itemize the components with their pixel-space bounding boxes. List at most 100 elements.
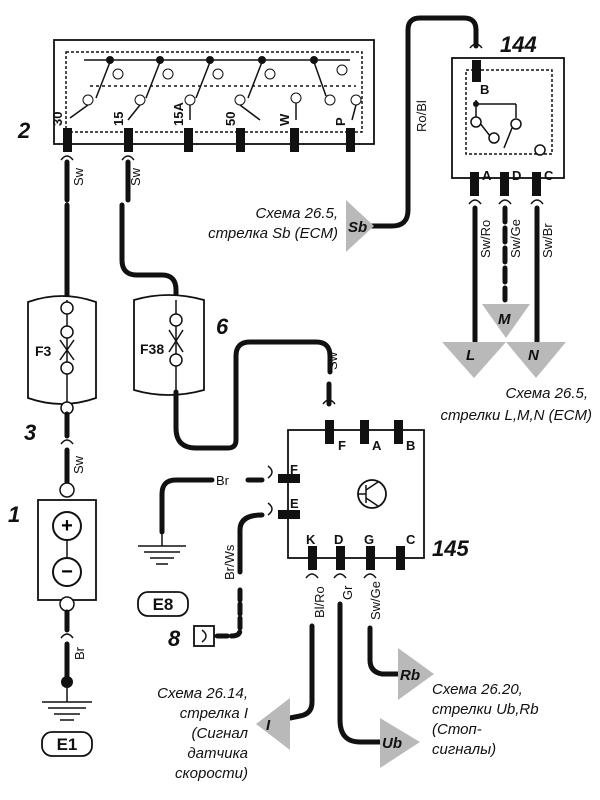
- ref-i-line5: скорости): [175, 765, 248, 782]
- relay-144-pin-a: [470, 172, 479, 196]
- relay-144-pin-d: [500, 172, 509, 196]
- ref-i-line3: (Сигнал: [192, 725, 249, 742]
- arrow-n: [506, 342, 566, 378]
- ground-e1: E1: [41, 688, 93, 757]
- relay-145-label-d: D: [334, 532, 343, 547]
- ref-ubrb-line4: сигналы): [432, 741, 496, 758]
- component-number-8: 8: [168, 626, 181, 651]
- ground-e8-tag: [137, 591, 189, 617]
- ground-label-e1: E1: [57, 735, 78, 754]
- arrow-rb: [398, 648, 434, 700]
- fuse-f3-body: [27, 295, 97, 405]
- terminal-p: [346, 128, 355, 152]
- relay-144-label-d: D: [512, 168, 521, 183]
- terminal-15: [124, 128, 133, 152]
- wire-br-145: [159, 477, 215, 535]
- ref-sb-line2: стрелка Sb (ECM): [208, 225, 338, 242]
- wire-ro-bl: [367, 15, 479, 229]
- arrow-label-m: M: [498, 311, 511, 328]
- connector-15: [121, 155, 135, 161]
- ref-ubrb-line1: Схема 26.20,: [432, 681, 523, 698]
- component-number-3: 3: [24, 420, 36, 445]
- relay-145-pin-c: [396, 546, 405, 570]
- wire-sw-ge-145: [367, 625, 401, 677]
- ref-lmn-line2: стрелки L,M,N (ECM): [440, 407, 592, 424]
- svg-text:+: +: [61, 515, 73, 537]
- ref-i-line1: Схема 26.14,: [157, 685, 248, 702]
- fuse-f3: F3: [27, 295, 97, 415]
- wire-label-sw-ge: Sw/Ge: [508, 219, 523, 258]
- wire-bl-ro: [287, 623, 315, 721]
- relay-144-label-a: A: [482, 168, 492, 183]
- pin-label-15a: 15A: [171, 102, 186, 126]
- wire-label-ro-bl: Ro/Bl: [414, 100, 429, 132]
- relay-145-pin-f-top: [325, 420, 334, 444]
- ref-lmn-line1: Схема 26.5,: [506, 385, 589, 402]
- connector-30: [60, 155, 74, 161]
- arrow-label-i: I: [266, 717, 271, 734]
- wire-label-br-ws: Br/Ws: [222, 544, 237, 580]
- switch-contacts: [69, 56, 362, 121]
- relay-145-pin-f-left: [278, 474, 300, 483]
- pin-label-15: 15: [111, 112, 126, 126]
- fuse-f38: F38: [133, 294, 205, 396]
- ref-ubrb-line2: стрелки Ub,Rb: [432, 701, 539, 718]
- terminal-30: [63, 128, 72, 152]
- relay-145-pin-d: [336, 546, 345, 570]
- relay-144-pin-c: [532, 172, 541, 196]
- wire-label-br-battery: Br: [72, 646, 87, 660]
- relay-145-frame: [287, 429, 425, 559]
- pin-label-p: P: [333, 117, 348, 126]
- component-number-144: 144: [500, 32, 537, 57]
- component-number-2: 2: [17, 118, 31, 143]
- terminal-w: [290, 128, 299, 152]
- wire-label-sw-ro: Sw/Ro: [478, 220, 493, 258]
- fuse-label-f3: F3: [35, 343, 52, 359]
- wire-label-sw-145: Sw: [325, 351, 340, 370]
- ignition-switch: 30 15 15A 50 W P: [50, 39, 375, 152]
- fuse-f38-body: [133, 294, 205, 396]
- arrow-sb: [346, 200, 374, 252]
- pin-label-50: 50: [223, 112, 238, 126]
- wire-label-gr: Gr: [340, 585, 355, 600]
- component-number-145: 145: [432, 536, 469, 561]
- relay-145-label-f-left: F: [290, 462, 298, 477]
- connector-8: [193, 625, 215, 647]
- wire-label-sw-30: Sw: [71, 167, 86, 186]
- relay-145-label-b: B: [406, 438, 415, 453]
- ignition-switch-terminals: [63, 128, 355, 152]
- relay-145-label-k: K: [306, 532, 316, 547]
- ignition-switch-inner: [65, 51, 363, 133]
- component-number-6: 6: [216, 314, 229, 339]
- relay-144-pin-b: [472, 60, 481, 82]
- relay-145-label-f-top: F: [338, 438, 346, 453]
- wire-br-ws: [209, 587, 243, 639]
- relay-144-label-b: B: [480, 82, 489, 97]
- svg-text:−: −: [61, 561, 73, 583]
- arrow-label-ub: Ub: [382, 735, 402, 752]
- ground-e1-tag: [41, 731, 93, 757]
- connector-8-body: [193, 625, 215, 647]
- ground-e8: E8: [137, 532, 189, 617]
- ref-i-line2: стрелка I: [180, 705, 248, 722]
- relay-144: B A D C: [451, 57, 565, 196]
- relay-144-frame: [451, 57, 565, 179]
- ref-i-line4: датчика: [187, 745, 248, 762]
- relay-145-pin-k: [308, 546, 317, 570]
- relay-145-pin-a: [360, 420, 369, 444]
- relay-144-label-c: C: [544, 168, 554, 183]
- relay-145-label-e: E: [290, 496, 299, 511]
- component-number-1: 1: [8, 502, 20, 527]
- ground-label-e8: E8: [153, 595, 174, 614]
- relay-145: F A B F E K D G C: [278, 420, 425, 570]
- battery: + −: [37, 482, 97, 612]
- terminal-15a: [184, 128, 193, 152]
- arrow-i: [256, 698, 290, 750]
- wire-label-sw-br: Sw/Br: [540, 223, 555, 258]
- arrow-label-rb: Rb: [400, 667, 420, 684]
- pin-label-w: W: [277, 113, 292, 126]
- terminal-50: [236, 128, 245, 152]
- arrow-label-l: L: [466, 347, 475, 364]
- relay-145-pin-e: [278, 510, 300, 519]
- arrow-ub: [380, 718, 420, 768]
